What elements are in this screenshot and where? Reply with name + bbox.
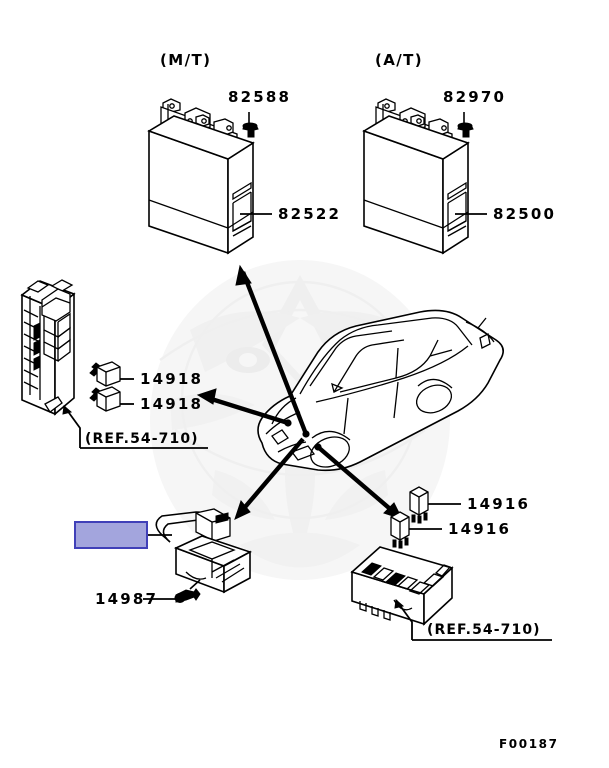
part-junction-block[interactable]: [20, 279, 76, 416]
part-relay-14918-lower[interactable]: [89, 386, 121, 412]
reference-right-leader: [394, 599, 552, 641]
part-ecu-automatic-transmission[interactable]: [362, 98, 470, 255]
assembly-arrows: [196, 264, 403, 520]
diagram-code-label: F00187: [499, 737, 559, 751]
callout-leader-lines: [120, 213, 487, 600]
callout-label-14918-lower: 14918: [140, 395, 203, 413]
part-relay-14918-upper[interactable]: [89, 361, 121, 387]
reference-left-leader: [62, 405, 208, 449]
header-label-manual-transmission: (M/T): [160, 51, 211, 69]
callout-label-14918-upper: 14918: [140, 370, 203, 388]
callout-label-82522: 82522: [278, 205, 341, 223]
part-screw-manual[interactable]: [242, 112, 259, 138]
callout-label-82588: 82588: [228, 88, 291, 106]
part-vehicle-illustration: [257, 309, 504, 472]
callout-label-14916-lower: 14916: [448, 520, 511, 538]
ecu-mt-body: [147, 115, 255, 255]
callout-label-14987: 14987: [95, 590, 158, 608]
reference-label-left: (REF.54-710): [85, 431, 199, 447]
part-wiring-harness-module[interactable]: [155, 508, 253, 594]
part-ecu-manual-transmission[interactable]: [147, 98, 255, 255]
selected-part-highlight[interactable]: [74, 521, 148, 549]
callout-label-14916-upper: 14916: [467, 495, 530, 513]
callout-label-82500: 82500: [493, 205, 556, 223]
callout-label-82970: 82970: [443, 88, 506, 106]
part-screw-automatic[interactable]: [457, 112, 474, 138]
reference-label-right: (REF.54-710): [427, 622, 541, 638]
part-switch-14987[interactable]: [174, 579, 201, 603]
ecu-at-body: [362, 115, 470, 255]
header-label-automatic-transmission: (A/T): [375, 51, 423, 69]
part-relay-14916-lower[interactable]: [390, 511, 410, 549]
part-relay-14916-upper[interactable]: [409, 486, 429, 524]
part-relay-box-assembly[interactable]: [350, 546, 454, 626]
